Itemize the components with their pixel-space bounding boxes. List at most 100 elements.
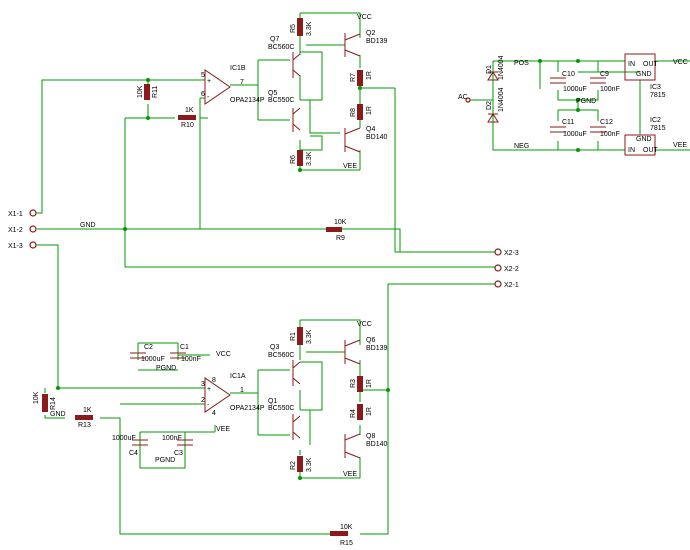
r11-name: R11 bbox=[152, 86, 159, 98]
r7-name: R7 bbox=[350, 73, 357, 82]
pgnd-label-decoupling-bottom: PGND bbox=[155, 457, 175, 464]
ic1b-pin-7: 7 bbox=[240, 79, 244, 86]
r4-name: R4 bbox=[350, 409, 357, 418]
q6-name: Q6 bbox=[366, 337, 375, 344]
connector-x2-1-label: X2-1 bbox=[504, 282, 519, 289]
q5-value: BC550C bbox=[268, 97, 294, 104]
c3-name: C3 bbox=[174, 450, 183, 457]
ic1a-pin-8: 8 bbox=[212, 377, 216, 384]
r13-value: 1K bbox=[83, 407, 92, 414]
vcc-label-lower: VCC bbox=[357, 321, 372, 328]
diode-symbols bbox=[487, 71, 499, 123]
c9-value: 100nF bbox=[600, 86, 620, 93]
connector-pads bbox=[29, 97, 502, 288]
r10-name: R10 bbox=[181, 122, 194, 129]
r8-value: 1R bbox=[366, 106, 373, 115]
vee-label-supply: VEE bbox=[673, 142, 687, 149]
c4-name: C4 bbox=[129, 450, 138, 457]
d2-value: 1N4004 bbox=[498, 87, 505, 112]
r11-value: 10K bbox=[137, 85, 144, 98]
ic1a-value-label: OPA2134P bbox=[230, 405, 265, 412]
q8-name: Q8 bbox=[366, 433, 375, 440]
connector-x1-3-label: X1-3 bbox=[8, 243, 23, 250]
c10-value: 1000uF bbox=[563, 86, 587, 93]
vee-label-decoupling: VEE bbox=[216, 426, 230, 433]
c9-name: C9 bbox=[600, 71, 609, 78]
q3-value: BC560C bbox=[268, 352, 294, 359]
capacitor-labels: C10 1000uF C9 100nF C11 1000uF C12 100nF… bbox=[112, 71, 620, 457]
c4-value: 1000uF bbox=[112, 435, 136, 442]
ic1a-pin-4: 4 bbox=[212, 410, 216, 417]
r9-name: R9 bbox=[336, 235, 345, 242]
r1-name: R1 bbox=[290, 332, 297, 341]
ic1a-pin-3: 3 bbox=[201, 381, 205, 388]
opamp-ic1b bbox=[204, 69, 231, 105]
opamp-labels: IC1B OPA2134P + - 5 6 7 IC1A OPA2134P + … bbox=[201, 65, 265, 417]
connector-x2-3-label: X2-3 bbox=[504, 250, 519, 257]
supply-labels: D1 D2 1N4004 1N4004 IN OUT GND IC3 7815 … bbox=[486, 55, 666, 154]
ic1a-pin-2: 2 bbox=[201, 397, 205, 404]
ic2-name: IC2 bbox=[650, 117, 661, 124]
r2-value: 3.3K bbox=[306, 457, 313, 472]
q7-name: Q7 bbox=[270, 36, 279, 43]
r9-value: 10K bbox=[334, 219, 347, 226]
connector-x1-1-label: X1-1 bbox=[8, 211, 23, 218]
r8-name: R8 bbox=[350, 108, 357, 117]
ic2-out-pin: OUT bbox=[643, 147, 659, 154]
vee-label-upper: VEE bbox=[343, 163, 357, 170]
r15-value: 10K bbox=[340, 524, 353, 531]
r6-value: 3.3K bbox=[306, 151, 313, 166]
gnd-net-label: GND bbox=[80, 222, 96, 229]
ic1b-pin-plus: + bbox=[207, 78, 211, 85]
r10-value: 1K bbox=[185, 107, 194, 114]
q4-value: BD140 bbox=[366, 134, 388, 141]
wires bbox=[36, 12, 690, 535]
ic2-value: 7815 bbox=[650, 125, 666, 132]
q1-value: BC550C bbox=[268, 405, 294, 412]
r13-name: R13 bbox=[78, 422, 91, 429]
r15-name: R15 bbox=[340, 540, 353, 547]
ic1b-pin-5: 5 bbox=[201, 72, 205, 79]
connector-x2-2-label: X2-2 bbox=[504, 266, 519, 273]
c12-value: 100nF bbox=[600, 131, 620, 138]
ic1b-name-label: IC1B bbox=[230, 65, 246, 72]
c1-name: C1 bbox=[180, 344, 189, 351]
vcc-label-upper: VCC bbox=[357, 14, 372, 21]
connector-x1-2-label: X1-2 bbox=[8, 227, 23, 234]
r14-name: R14 bbox=[50, 397, 57, 410]
r7-value: 1R bbox=[366, 71, 373, 80]
q5-name: Q5 bbox=[268, 90, 277, 97]
resistor-labels: 10K R11 1K R10 10K R9 R5 3.3K R7 1R R8 1… bbox=[33, 21, 373, 547]
net-labels: GND VCC VEE VCC VEE POS NEG VCC VEE PGND… bbox=[50, 14, 688, 478]
r3-value: 1R bbox=[366, 379, 373, 388]
ic1a-pin-1: 1 bbox=[240, 387, 244, 394]
ic3-value: 7815 bbox=[650, 92, 666, 99]
r2-name: R2 bbox=[290, 461, 297, 470]
q2-value: BD139 bbox=[366, 38, 388, 45]
q8-value: BD140 bbox=[366, 441, 388, 448]
connector-labels: X1-1 X1-2 X1-3 X2-3 X2-2 X2-1 bbox=[8, 211, 519, 289]
ic1b-value-label: OPA2134P bbox=[230, 97, 265, 104]
ic3-out-pin: OUT bbox=[643, 61, 659, 68]
pos-net-label: POS bbox=[514, 60, 529, 67]
vcc-label-supply: VCC bbox=[673, 59, 688, 66]
d1-name: D1 bbox=[486, 65, 493, 74]
q6-value: BD139 bbox=[366, 345, 388, 352]
c11-value: 1000uF bbox=[563, 131, 587, 138]
pgnd-label-decoupling-top: PGND bbox=[156, 365, 176, 372]
regulator-symbols bbox=[624, 53, 656, 156]
ic2-gnd-pin: GND bbox=[636, 136, 652, 143]
transistor-labels: Q7 BC560C Q5 BC550C Q2 BD139 Q4 BD140 Q3… bbox=[268, 30, 388, 448]
gnd-label-lower: GND bbox=[50, 411, 66, 418]
ic1b-pin-minus: - bbox=[207, 94, 210, 101]
vcc-label-decoupling: VCC bbox=[216, 351, 231, 358]
r6-name: R6 bbox=[290, 155, 297, 164]
ic1a-pin-minus: - bbox=[207, 402, 210, 409]
c1-value: 100nF bbox=[181, 356, 201, 363]
ic3-in-pin: IN bbox=[628, 61, 635, 68]
ic1a-name-label: IC1A bbox=[230, 373, 246, 380]
resistor-symbols bbox=[42, 18, 363, 536]
r3-name: R3 bbox=[350, 379, 357, 388]
r1-value: 3.3K bbox=[306, 329, 313, 344]
